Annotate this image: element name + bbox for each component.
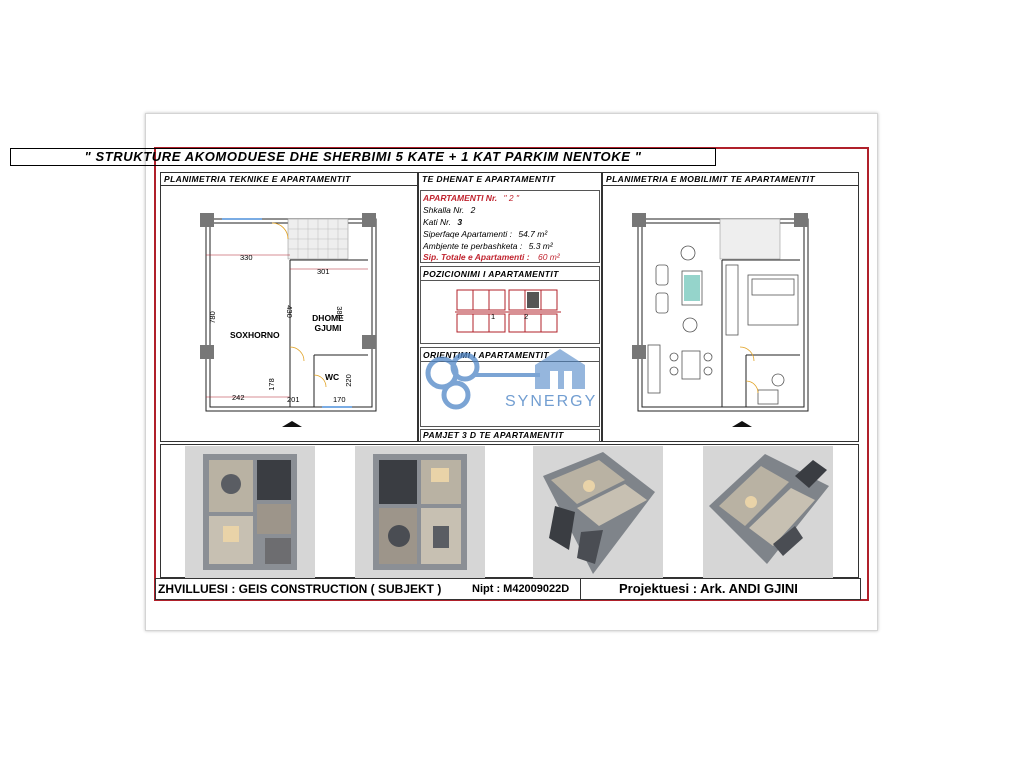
dim-242: 242	[232, 393, 245, 402]
total-area-row: Sip. Totale e Apartamenti : 60 m²	[423, 252, 560, 262]
technical-plan-panel	[160, 172, 418, 442]
area-label: Siperfaqe Apartamenti :	[423, 229, 512, 239]
views-3d-panel	[160, 444, 859, 578]
views-3d-header: PAMJET 3 D TE APARTAMENTIT	[423, 430, 564, 440]
area-value: 54.7 m²	[518, 229, 548, 239]
total-area-value: 60 m²	[537, 252, 560, 262]
apartment-number-value: " 2 "	[503, 193, 520, 203]
floor-value: 3	[457, 217, 463, 227]
header-divider-right	[602, 185, 859, 186]
3d-view-3	[533, 446, 663, 578]
position-header: POZICIONIMI I APARTAMENTIT	[423, 269, 559, 279]
stair-value: 2	[470, 205, 476, 215]
position-unit-2: 2	[524, 312, 529, 321]
views-3d-header-box	[420, 429, 600, 442]
dim-220: 220	[343, 374, 353, 387]
room-bedroom: DHOME GJUMI	[312, 313, 344, 333]
orientation-header: ORIENTIMI I APARTAMENTIT	[423, 350, 549, 360]
room-wc: WC	[325, 372, 340, 382]
apartment-data-box	[420, 190, 600, 263]
floor-row: Kati Nr. 3	[423, 217, 462, 227]
position-box	[420, 266, 600, 344]
3d-view-4	[703, 446, 833, 578]
total-area-label: Sip. Totale e Apartamenti :	[423, 252, 530, 262]
3d-view-1-image	[185, 446, 315, 578]
dim-330: 330	[240, 253, 253, 262]
3d-view-2-image	[355, 446, 485, 578]
footer-panel	[155, 578, 861, 600]
apartment-data-header: TE DHENAT E APARTAMENTIT	[422, 174, 556, 184]
dim-170: 170	[333, 395, 346, 404]
stair-label: Shkalla Nr.	[423, 205, 465, 215]
3d-view-2	[355, 446, 485, 578]
common-area-row: Ambjente te perbashketa : 5.3 m²	[423, 241, 553, 251]
dim-430: 430	[284, 305, 294, 318]
header-divider-left	[160, 185, 418, 186]
dim-380: 380	[334, 306, 344, 319]
orientation-box	[420, 347, 600, 427]
area-row: Siperfaqe Apartamenti : 54.7 m²	[423, 229, 547, 239]
position-unit-1: 1	[491, 312, 496, 321]
dim-780: 780	[207, 311, 217, 324]
orientation-header-divider	[420, 361, 600, 362]
common-area-value: 5.3 m²	[528, 241, 553, 251]
technical-plan-header: PLANIMETRIA TEKNIKE E APARTAMENTIT	[164, 174, 351, 184]
furnished-plan-panel	[602, 172, 859, 442]
3d-view-1	[185, 446, 315, 578]
floor-label: Kati Nr.	[423, 217, 452, 227]
room-living: SOXHORNO	[230, 330, 280, 340]
watermark-text: SYNERGY	[505, 393, 598, 410]
3d-view-4-image	[703, 446, 833, 578]
dim-201: 201	[287, 395, 300, 404]
synergy-watermark-icon	[425, 349, 585, 410]
nipt-text: Nipt : M42009022D	[472, 583, 570, 595]
dim-178: 178	[266, 378, 276, 391]
apartment-number-label: APARTAMENTI Nr.	[423, 193, 498, 203]
dim-301: 301	[317, 267, 330, 276]
furnished-floor-plan	[632, 213, 809, 427]
position-header-divider	[420, 280, 600, 281]
footer-divider	[580, 578, 581, 600]
designer-text: Projektuesi : Ark. ANDI GJINI	[619, 581, 798, 596]
technical-floor-plan	[200, 213, 377, 427]
furnished-plan-header: PLANIMETRIA E MOBILIMIT TE APARTAMENTIT	[606, 174, 816, 184]
developer-text: ZHVILLUESI : GEIS CONSTRUCTION ( SUBJEKT…	[158, 582, 442, 596]
apartment-number-row: APARTAMENTI Nr. " 2 "	[423, 193, 519, 203]
3d-view-3-image	[533, 446, 663, 578]
position-key-plan	[455, 289, 561, 333]
stair-row: Shkalla Nr. 2	[423, 205, 475, 215]
common-area-label: Ambjente te perbashketa :	[423, 241, 523, 251]
project-title: " STRUKTURE AKOMODUESE DHE SHERBIMI 5 KA…	[10, 148, 716, 166]
